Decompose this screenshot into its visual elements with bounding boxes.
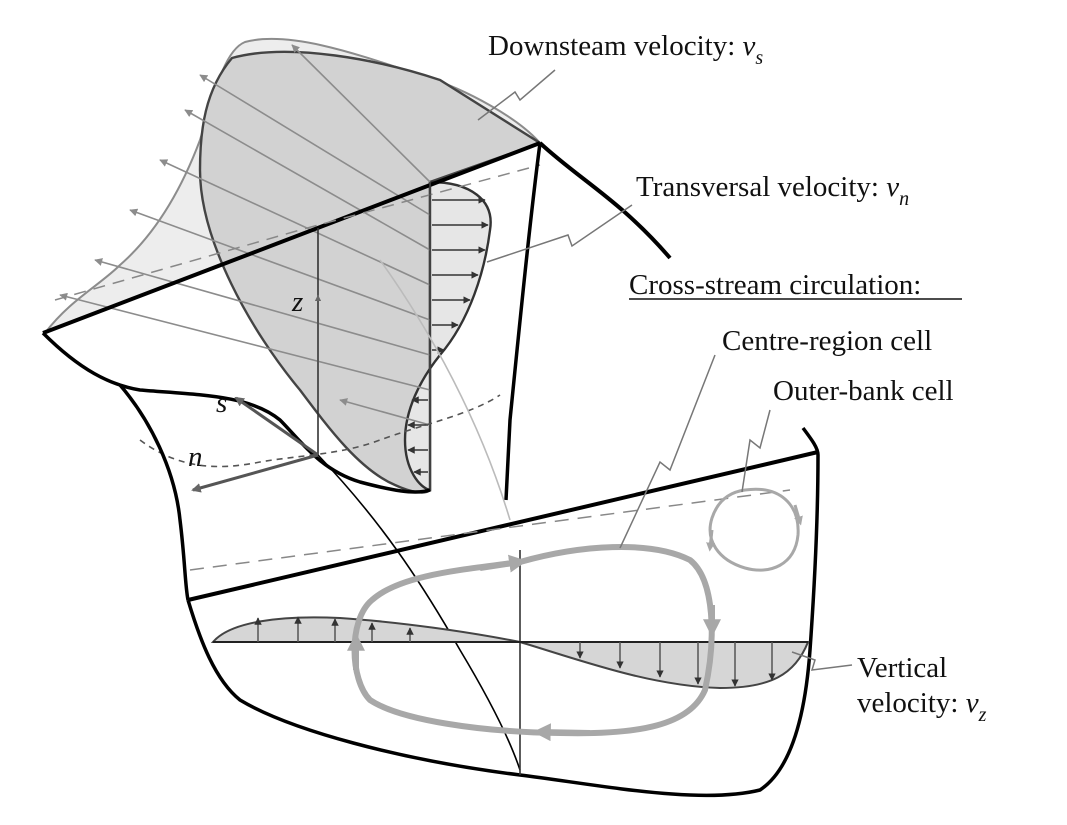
n-axis-arrow [191, 453, 319, 493]
vertical-velocity-profile-up [210, 616, 521, 643]
vertical-velocity-arrows [254, 616, 776, 687]
label-vertical-line1: Vertical [857, 652, 947, 684]
axis-label-s: s [216, 387, 227, 419]
downstream-section [186, 426, 820, 798]
leader-vertical [791, 651, 853, 671]
upstream-water-surface [42, 141, 541, 335]
vertical-velocity-profile-down [519, 641, 810, 690]
axis-label-n: n [188, 441, 203, 473]
downstream-profile-sheet [198, 50, 543, 494]
downstream-dashed-level [189, 489, 791, 571]
labels: Downsteam velocity: vs Transversal veloc… [488, 30, 987, 726]
grey-centre-curve [379, 259, 511, 521]
label-outer-bank-cell: Outer-bank cell [773, 375, 954, 407]
label-vertical-line2: velocity: vz [857, 687, 987, 726]
outer-cell-arrows [706, 504, 803, 552]
label-cross-stream-circulation: Cross-stream circulation: [629, 269, 921, 301]
axis-label-z: z [291, 286, 303, 318]
leader-lines [477, 69, 853, 671]
upstream-dashed-level [54, 164, 541, 301]
inner-bank-wall [118, 383, 190, 601]
upstream-right-bank [504, 142, 542, 501]
outer-bank-edge [538, 141, 672, 260]
leader-centre-cell [619, 354, 716, 549]
upstream-section [41, 37, 672, 501]
leader-downstream [477, 69, 556, 121]
s-axis-arrow [234, 396, 319, 457]
coordinate-axes: z s n [188, 286, 322, 493]
leader-transversal [486, 204, 633, 263]
label-centre-region-cell: Centre-region cell [722, 325, 932, 357]
leader-outer-cell [741, 409, 771, 493]
downstream-channel-bed [186, 454, 820, 798]
upstream-channel-bed [41, 331, 431, 494]
downstream-velocity-arrows [59, 44, 431, 426]
label-downstream-velocity: Downsteam velocity: vs [488, 30, 763, 69]
transversal-profile-region [403, 180, 492, 492]
outer-bank-circulation-cell [708, 487, 800, 572]
transversal-velocity-arrows [407, 196, 489, 476]
label-transversal-velocity: Transversal velocity: vn [636, 171, 909, 210]
downstream-water-surface [187, 450, 819, 602]
centre-cell-arrows [347, 554, 721, 742]
thin-bed-curve [317, 454, 521, 771]
